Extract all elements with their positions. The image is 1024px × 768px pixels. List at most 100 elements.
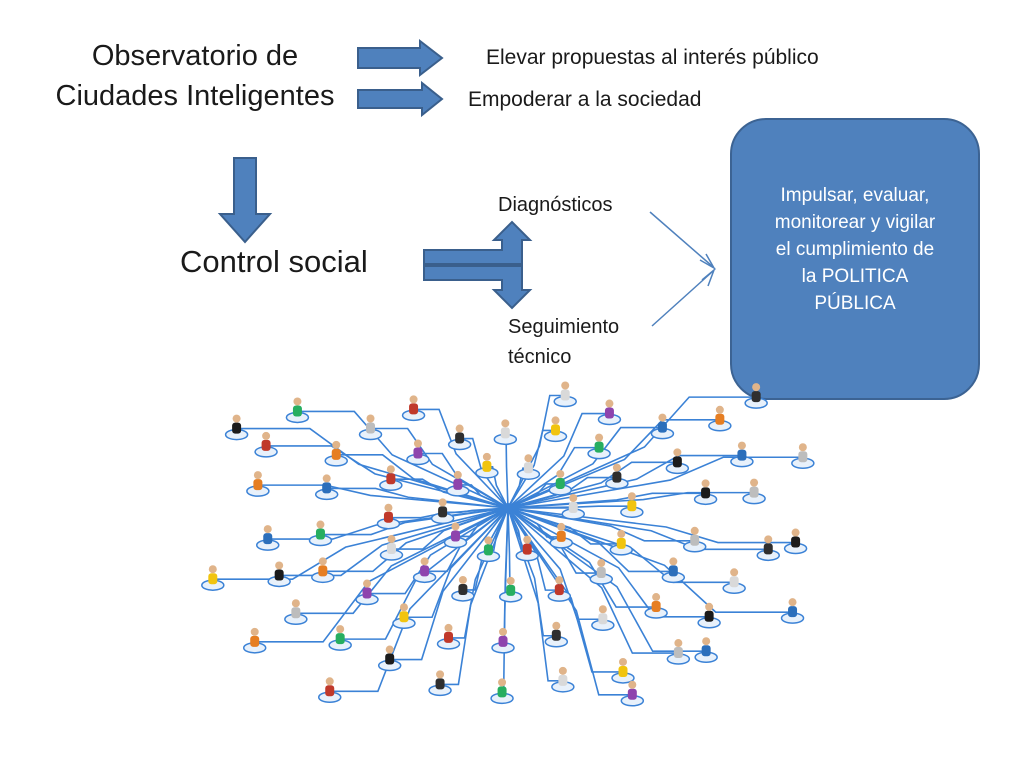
person-figure [682,526,707,553]
person-figure [392,603,416,629]
seguimiento-line-1: Seguimiento [508,316,620,338]
person-figure [401,395,426,422]
person-figure [256,525,280,551]
control-social-label: Control social [180,244,368,279]
person-figure [443,522,468,549]
person-figure [756,535,780,562]
person-figure [498,576,523,603]
network-link [507,507,796,544]
person-figure [783,528,808,555]
callout-line-3: el cumplimiento de [775,239,935,260]
network-link [507,507,679,654]
person-figure [476,536,501,563]
person-figure [447,424,472,451]
right-arrow-1-icon [357,38,444,78]
person-figure [553,381,577,408]
person-figure [436,623,461,650]
proposal-2: Empoderar a la sociedad [468,88,702,111]
network-link [507,456,803,509]
person-figure [544,621,569,648]
person-figure [254,431,278,458]
person-figure [605,463,629,490]
person-figure [285,397,310,424]
network-link [295,507,509,615]
policy-callout: Impulsar, evaluar, monitorear y vigilar … [730,118,980,400]
person-figure [730,441,754,468]
person-figure [561,494,586,520]
network-link [507,507,793,613]
network-link [279,507,509,577]
title-line-2: Ciudades Inteligentes [55,80,335,112]
person-figure [791,443,815,470]
person-figure [516,454,541,480]
person-figure [620,492,644,518]
person-figure [551,666,575,693]
network-link [326,487,509,509]
person-figure [267,561,291,588]
callout-line-2: monitorear y vigilar [774,212,936,233]
split-arrow-down-icon [423,265,533,310]
person-figure [611,657,635,684]
person-figure [308,520,333,547]
person-figure [379,535,404,561]
person-figure [379,465,403,491]
person-figure [515,535,540,562]
down-arrow-icon [217,157,273,244]
person-figure [549,522,574,549]
person-figure [451,575,475,602]
connector-arrows-icon [649,211,717,327]
person-figure [665,448,690,475]
person-figure [742,478,766,505]
network-link [507,507,735,584]
person-figure [694,637,718,663]
person-figure [475,452,499,479]
person-figure [430,498,455,525]
person-figure [644,593,668,619]
right-arrow-2-icon [357,80,444,118]
person-figure [376,503,401,530]
proposal-1: Elevar propuestas al interés público [486,46,819,69]
network-link [507,446,600,509]
person-figure [355,579,379,606]
network-link [329,507,509,693]
split-arrow-up-icon [423,220,533,265]
person-figure [666,639,691,665]
seguimiento-label: Seguimiento técnico [508,312,619,372]
person-figure [406,439,430,466]
person-figure [314,474,339,501]
person-figure [446,470,470,497]
network-link [507,426,663,509]
network-link [507,507,633,696]
person-figure [650,413,675,440]
network-link [507,507,695,542]
network-hub [503,503,513,513]
person-figure [708,405,732,432]
network-link [507,454,742,509]
page-title: Observatorio de Ciudades Inteligentes [30,36,360,116]
network-link [459,437,509,509]
person-figure [242,627,267,654]
callout-line-1: Impulsar, evaluar, [780,185,930,206]
diagnosticos-label: Diagnósticos [498,194,613,216]
person-figure [493,419,518,446]
person-figure [491,627,515,654]
person-figure [543,416,568,443]
person-figure [284,599,308,626]
person-figure [661,557,686,584]
person-figure [744,383,768,409]
network-link [507,505,632,509]
network-link [507,418,720,509]
network-link [413,408,509,509]
person-figure [589,559,614,585]
network-link [388,507,509,519]
person-figure [597,399,622,426]
person-figure [620,680,645,707]
person-figure [587,433,611,460]
network-link [507,396,757,509]
person-figure [591,605,615,631]
person-figure [609,529,634,556]
person-figure [428,670,452,697]
person-figure [377,645,402,672]
person-figure [317,677,342,704]
person-figure [358,414,383,441]
